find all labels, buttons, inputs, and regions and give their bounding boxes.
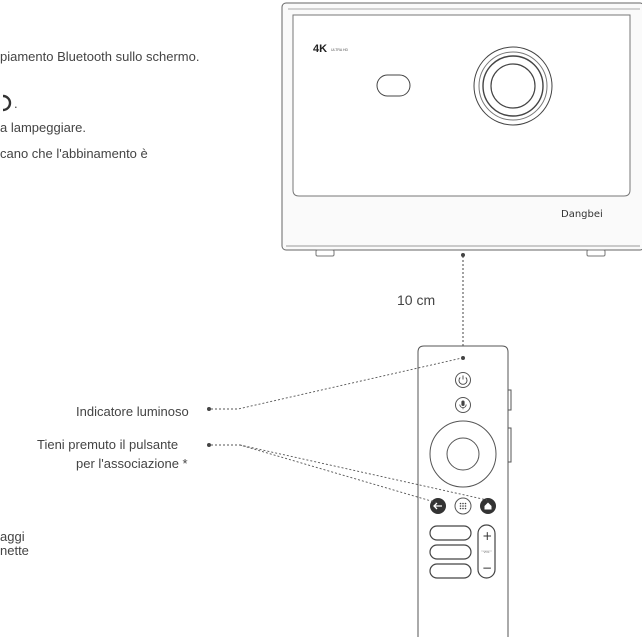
shortcut-button-3[interactable] [429, 563, 472, 579]
projector [281, 2, 642, 257]
instruction-line-1: piamento Bluetooth sullo schermo. [0, 49, 200, 64]
volume-down-label: − [482, 561, 492, 575]
instruction-line-4: cano che l'abbinamento è [0, 146, 148, 161]
callout-pairing-leader [207, 443, 488, 504]
remote-indicator-led [461, 356, 465, 360]
dpad[interactable] [429, 420, 497, 488]
volume-rocker[interactable] [477, 524, 496, 579]
projector-4k-badge: 4K [313, 43, 327, 55]
projector-ultrahd-badge: ULTRA HD [331, 48, 349, 52]
apps-button[interactable] [454, 497, 472, 515]
ok-button[interactable] [446, 437, 480, 471]
volume-up-label: + [482, 529, 492, 543]
instruction-line-2-end: . [14, 96, 18, 111]
hold-pairing-label-2: per l'associazione * [76, 456, 188, 471]
left-fragment-2: nette [0, 543, 29, 558]
volume-label: VOL [484, 550, 490, 554]
projector-ir-dot [461, 253, 465, 257]
back-button[interactable] [430, 498, 446, 514]
power-button[interactable] [455, 372, 471, 388]
instruction-line-3: a lampeggiare. [0, 120, 86, 135]
callout-indicator-leader [207, 357, 463, 411]
remote-control [417, 345, 512, 637]
home-button[interactable] [480, 498, 496, 514]
button-icon [2, 94, 12, 112]
indicator-label: Indicatore luminoso [76, 404, 189, 419]
mic-button[interactable] [455, 397, 471, 413]
shortcut-button-1[interactable] [429, 525, 472, 541]
projector-brand: Dangbei [561, 209, 603, 220]
left-fragment-1: aggi [0, 529, 25, 544]
hold-pairing-label-1: Tieni premuto il pulsante [37, 437, 179, 452]
shortcut-button-2[interactable] [429, 544, 472, 560]
distance-label: 10 cm [397, 292, 436, 308]
